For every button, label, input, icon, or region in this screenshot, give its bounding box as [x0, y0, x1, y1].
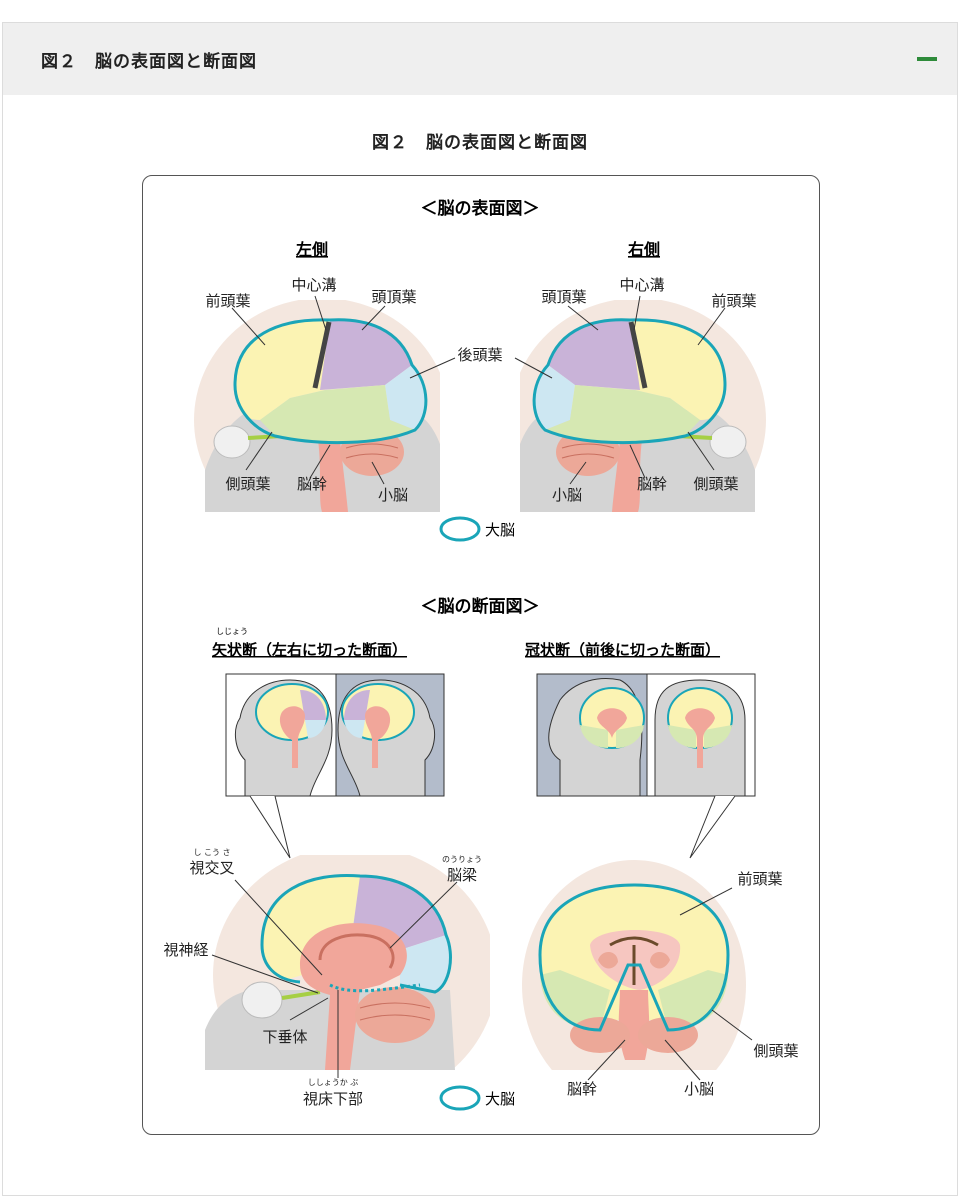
- right-side-label: 右側: [628, 240, 660, 259]
- left-cerebellum-label: 小脳: [378, 486, 408, 504]
- surface-legend-label: 大脳: [485, 521, 515, 539]
- sagittal-callout-pointer: [249, 795, 291, 859]
- sagittal-ruby: しじょう: [216, 627, 248, 636]
- coronal-temporal-label: 側頭葉: [753, 1042, 798, 1060]
- sagittal-inset: [225, 673, 445, 797]
- surface-heading: ＜脳の表面図＞: [421, 198, 540, 219]
- sagittal-brain-illustration: [205, 855, 490, 1070]
- right-central-sulcus-label: 中心溝: [619, 276, 664, 294]
- accordion-title: 図２ 脳の表面図と断面図: [41, 52, 257, 72]
- coronal-leader-lines: [587, 887, 753, 1081]
- corpus-callosum-label: 脳梁: [447, 866, 477, 884]
- left-side-label: 左側: [295, 240, 328, 259]
- accordion-header[interactable]: 図２ 脳の表面図と断面図: [3, 23, 957, 95]
- section-legend-label: 大脳: [485, 1090, 515, 1108]
- figure-title: 図２ 脳の表面図と断面図: [372, 133, 588, 153]
- coronal-callout-pointer: [689, 795, 736, 859]
- optic-nerve-label: 視神経: [163, 941, 208, 959]
- right-brainstem-label: 脳幹: [637, 475, 667, 493]
- right-parietal-label: 頭頂葉: [541, 288, 586, 306]
- hypothalamus-label: 視床下部: [303, 1090, 363, 1108]
- coronal-brain-illustration: [522, 860, 746, 1070]
- left-temporal-label: 側頭葉: [225, 475, 270, 493]
- right-temporal-label: 側頭葉: [693, 475, 738, 493]
- left-parietal-label: 頭頂葉: [371, 288, 416, 306]
- hypothalamus-ruby: ししょうか ぶ: [308, 1078, 359, 1087]
- occipital-label: 後頭葉: [457, 346, 502, 364]
- collapse-minus-icon[interactable]: [917, 57, 937, 61]
- sagittal-title: 矢状断（左右に切った断面）: [212, 641, 407, 659]
- cerebrum-legend-icon-2: [439, 1085, 481, 1111]
- right-cerebellum-label: 小脳: [552, 486, 582, 504]
- optic-chiasm-ruby: し こう さ: [193, 848, 230, 857]
- corpus-callosum-ruby: のうりょう: [442, 855, 482, 864]
- left-brain-illustration: [194, 300, 440, 512]
- right-frontal-label: 前頭葉: [711, 292, 756, 310]
- pituitary-label: 下垂体: [262, 1028, 307, 1046]
- right-brain-illustration: [520, 300, 766, 512]
- figure-frame: [142, 175, 820, 1135]
- coronal-inset: [536, 673, 756, 797]
- left-frontal-label: 前頭葉: [205, 292, 250, 310]
- coronal-frontal-label: 前頭葉: [737, 870, 782, 888]
- surface-leader-lines: [231, 295, 726, 485]
- coronal-cerebellum-label: 小脳: [684, 1080, 714, 1098]
- optic-chiasm-label: 視交叉: [189, 859, 234, 877]
- coronal-brainstem-label: 脳幹: [567, 1080, 597, 1098]
- coronal-title: 冠状断（前後に切った断面）: [525, 641, 720, 659]
- left-central-sulcus-label: 中心溝: [291, 276, 336, 294]
- sagittal-leader-lines: [211, 879, 458, 1078]
- cerebrum-legend-icon: [439, 516, 481, 542]
- left-brainstem-label: 脳幹: [297, 475, 327, 493]
- section-heading: ＜脳の断面図＞: [421, 596, 540, 617]
